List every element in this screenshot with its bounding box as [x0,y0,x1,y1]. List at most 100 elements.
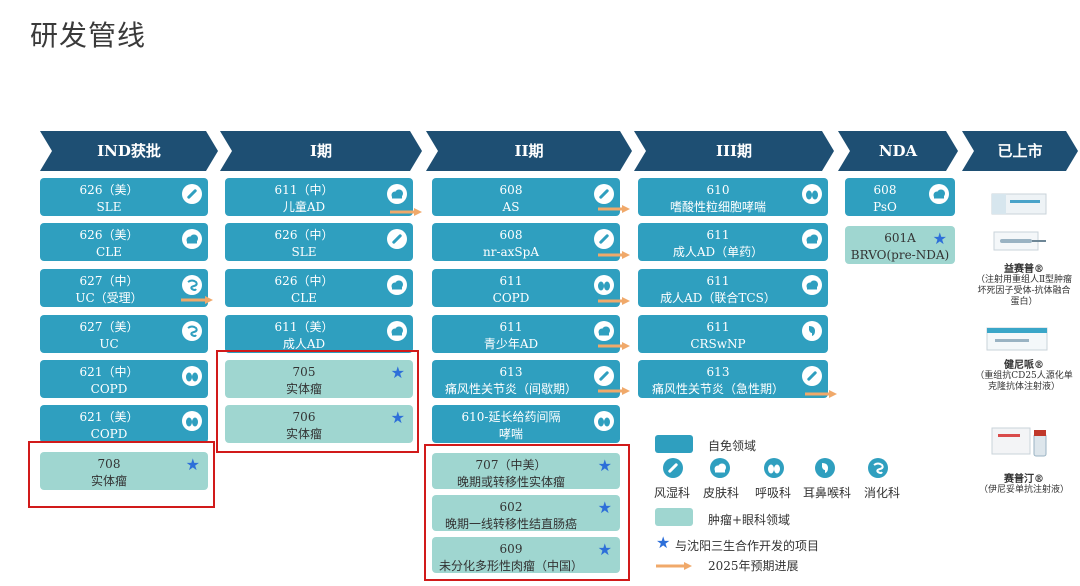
card-code: 611 [432,273,590,289]
pipeline-card[interactable]: 610 嗜酸性粒细胞哮喘 [638,178,828,216]
cloud-icon [929,184,949,204]
stage-ind-label: IND获批 [40,131,218,171]
pipeline-card[interactable]: 608 nr-axSpA [432,223,620,261]
card-code: 610 [638,182,798,198]
card-code: 621（中） [40,364,178,380]
pipeline-card[interactable]: 611 成人AD（联合TCS） [638,269,828,307]
cloud-icon [387,184,407,204]
card-code: 626（中） [225,273,383,289]
card-code: 626（中） [225,227,383,243]
stage-ind: IND获批 [40,131,218,171]
stage-phase1-label: I期 [220,131,422,171]
card-indication: AS [432,199,590,215]
product-box-image [990,188,1050,218]
card-code: 608 [432,227,590,243]
stage-phase2: II期 [426,131,632,171]
marketed-product-name: 健尼哌® [975,360,1073,371]
progress-arrow [598,342,630,350]
card-indication: 嗜酸性粒细胞哮喘 [638,199,798,215]
pipeline-card[interactable]: 610-延长给药间隔 哮喘 [432,405,620,443]
cloud-icon [710,458,730,478]
card-indication: CLE [40,244,178,260]
legend-respiratory-label: 呼吸科 [755,484,791,501]
card-code: 613 [638,364,798,380]
card-indication: UC（受理） [40,290,178,306]
pipeline-card[interactable]: 626（美） SLE [40,178,208,216]
stage-phase3-label: III期 [634,131,834,171]
progress-arrow [598,251,630,259]
card-code: 626（美） [40,182,178,198]
lungs-icon [182,411,202,431]
stage-nda: NDA [838,131,958,171]
card-indication: SLE [40,199,178,215]
legend-progress-label: 2025年预期进展 [708,557,799,574]
highlight-box-oncology [216,350,419,453]
pipeline-card[interactable]: 621（中） COPD [40,360,208,398]
legend-self-dev-swatch [655,435,693,453]
legend-onco-label: 肿瘤+眼科领域 [708,511,790,528]
legend-gastro-label: 消化科 [864,484,900,501]
syringe-icon [182,184,202,204]
pipeline-card[interactable]: 626（中） SLE [225,223,413,261]
marketed-product-3: 赛普汀® （伊尼妥单抗注射液） [975,474,1073,496]
card-code: 627（中） [40,273,178,289]
cloud-icon [387,321,407,341]
syringe-icon [802,366,822,386]
gut-icon [182,275,202,295]
legend-ent-label: 耳鼻喉科 [803,484,851,501]
star-icon: ★ [656,535,670,551]
pipeline-card[interactable]: 626（中） CLE [225,269,413,307]
progress-arrow [598,205,630,213]
card-indication: 哮喘 [432,426,590,442]
highlight-box-oncology [424,444,630,581]
card-code: 613 [432,364,590,380]
marketed-product-2: 健尼哌® （重组抗CD25人源化单克隆抗体注射液） [975,360,1073,393]
card-code: 611 [638,319,798,335]
lungs-icon [764,458,784,478]
card-code: 626（美） [40,227,178,243]
pipeline-card[interactable]: 611（美） 成人AD [225,315,413,353]
card-code: 621（美） [40,409,178,425]
card-indication: 成人AD（联合TCS） [638,290,798,306]
stage-phase2-label: II期 [426,131,632,171]
pipeline-card[interactable]: 611 成人AD（单药） [638,223,828,261]
card-indication: 成人AD（单药） [638,244,798,260]
legend-self-dev-label: 自免领域 [708,437,756,454]
pipeline-card[interactable]: 613 痛风性关节炎（急性期） [638,360,828,398]
pipeline-card[interactable]: 621（美） COPD [40,405,208,443]
pipeline-card[interactable]: 611（中） 儿童AD [225,178,413,216]
pipeline-card[interactable]: 611 青少年AD [432,315,620,353]
gut-icon [182,321,202,341]
card-indication: 儿童AD [225,199,383,215]
ent-icon [802,321,822,341]
marketed-product-name: 益赛普® [975,264,1073,275]
pipeline-card[interactable]: 627（美） UC [40,315,208,353]
card-indication: CRSwNP [638,336,798,352]
pipeline-card[interactable]: 626（美） CLE [40,223,208,261]
progress-arrow [598,387,630,395]
legend-partner-label: 与沈阳三生合作开发的项目 [675,537,819,554]
card-indication: BRVO(pre-NDA) [845,247,955,263]
lungs-icon [594,275,614,295]
pipeline-card[interactable]: 611 COPD [432,269,620,307]
star-icon: ★ [933,231,947,247]
card-code: 608 [432,182,590,198]
pipeline-card[interactable]: 611 CRSwNP [638,315,828,353]
card-code: 627（美） [40,319,178,335]
legend-rheumatology-label: 风湿科 [654,484,690,501]
legend-dermatology-label: 皮肤科 [703,484,739,501]
syringe-icon [387,229,407,249]
cloud-icon [387,275,407,295]
pipeline-card[interactable]: 613 痛风性关节炎（间歇期） [432,360,620,398]
product-box-image [990,420,1050,460]
legend-onco-swatch [655,508,693,526]
syringe-icon [594,229,614,249]
pipeline-card[interactable]: 608 AS [432,178,620,216]
lungs-icon [182,366,202,386]
stage-phase3: III期 [634,131,834,171]
marketed-product-desc: （注射用重组人Ⅱ型肿瘤坏死因子受体-抗体融合蛋白） [976,275,1072,307]
marketed-product-desc: （伊尼妥单抗注射液） [979,485,1069,495]
pipeline-card[interactable]: 608 PsO [845,178,955,216]
pipeline-card[interactable]: 601A BRVO(pre-NDA) ★ [845,226,955,264]
marketed-product-1: 益赛普® （注射用重组人Ⅱ型肿瘤坏死因子受体-抗体融合蛋白） [975,264,1073,308]
